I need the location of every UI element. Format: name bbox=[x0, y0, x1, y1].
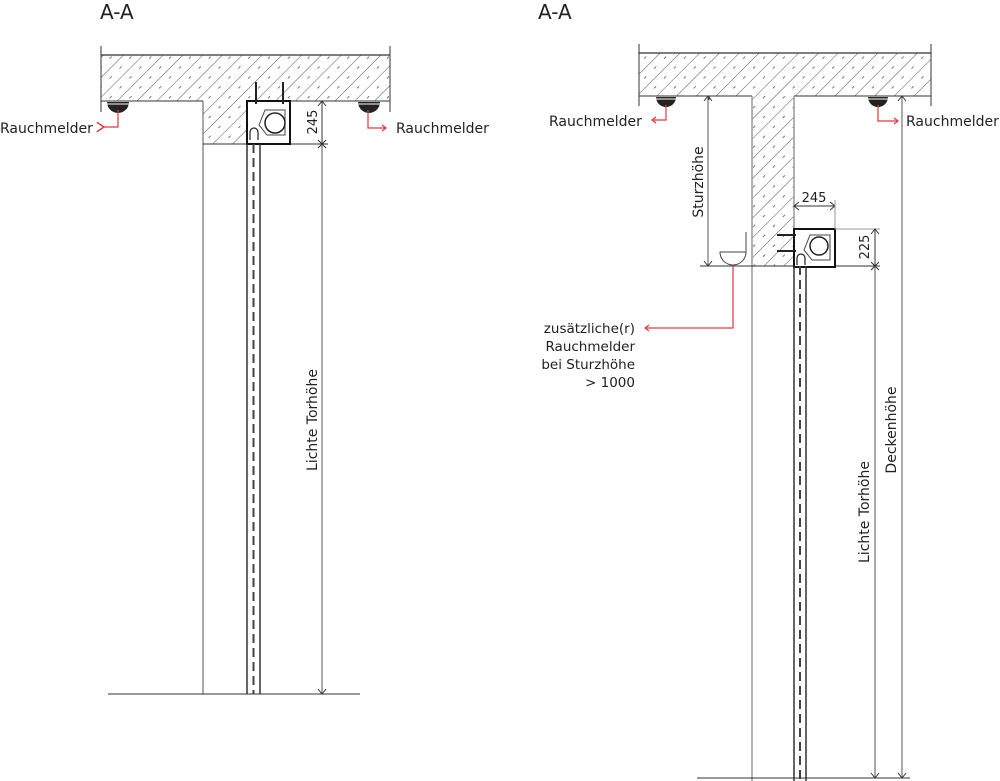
right-roller-box bbox=[777, 228, 836, 268]
right-clear-height-label: Lichte Torhöhe bbox=[857, 461, 873, 563]
right-smoke-detector-2 bbox=[868, 97, 899, 125]
left-section-title: A-A bbox=[100, 0, 134, 24]
additional-note-line-3: bei Sturzhöhe bbox=[541, 357, 635, 373]
left-smoke-detector-1-label: Rauchmelder bbox=[0, 121, 93, 137]
right-section: A-A Rauchmelder Rauchmelder bbox=[538, 0, 999, 781]
left-section: A-A Rauchmelder Rauchmelder bbox=[0, 0, 489, 695]
additional-note-line-1: zusätzliche(r) bbox=[544, 321, 635, 337]
right-lintel-height-label: Sturzhöhe bbox=[691, 146, 707, 217]
left-smoke-detector-2-label: Rauchmelder bbox=[396, 121, 489, 137]
right-section-title: A-A bbox=[538, 0, 572, 24]
right-additional-smoke-detector bbox=[644, 232, 747, 332]
additional-note-line-2: Rauchmelder bbox=[545, 339, 635, 355]
left-roller-box bbox=[246, 82, 291, 145]
additional-note-line-4: > 1000 bbox=[585, 375, 635, 391]
right-box-width-dim: 245 bbox=[802, 191, 827, 206]
right-ceiling-slab bbox=[638, 44, 932, 781]
right-door-curtain bbox=[793, 266, 807, 781]
left-box-height-dim: 245 bbox=[306, 110, 321, 135]
right-box-height-dim: 225 bbox=[858, 235, 873, 260]
right-ceiling-height-label: Deckenhöhe bbox=[884, 386, 900, 473]
left-ceiling-slab bbox=[100, 46, 391, 694]
left-smoke-detector-2 bbox=[358, 102, 387, 132]
right-smoke-detector-1 bbox=[651, 97, 676, 124]
right-dimension-245 bbox=[793, 200, 836, 229]
left-clear-height-label: Lichte Torhöhe bbox=[305, 369, 321, 471]
right-smoke-detector-2-label: Rauchmelder bbox=[906, 114, 999, 130]
left-door-curtain bbox=[246, 144, 261, 694]
left-smoke-detector-1 bbox=[104, 102, 129, 127]
right-smoke-detector-1-label: Rauchmelder bbox=[549, 114, 642, 130]
right-dimension-lintel bbox=[703, 95, 713, 267]
